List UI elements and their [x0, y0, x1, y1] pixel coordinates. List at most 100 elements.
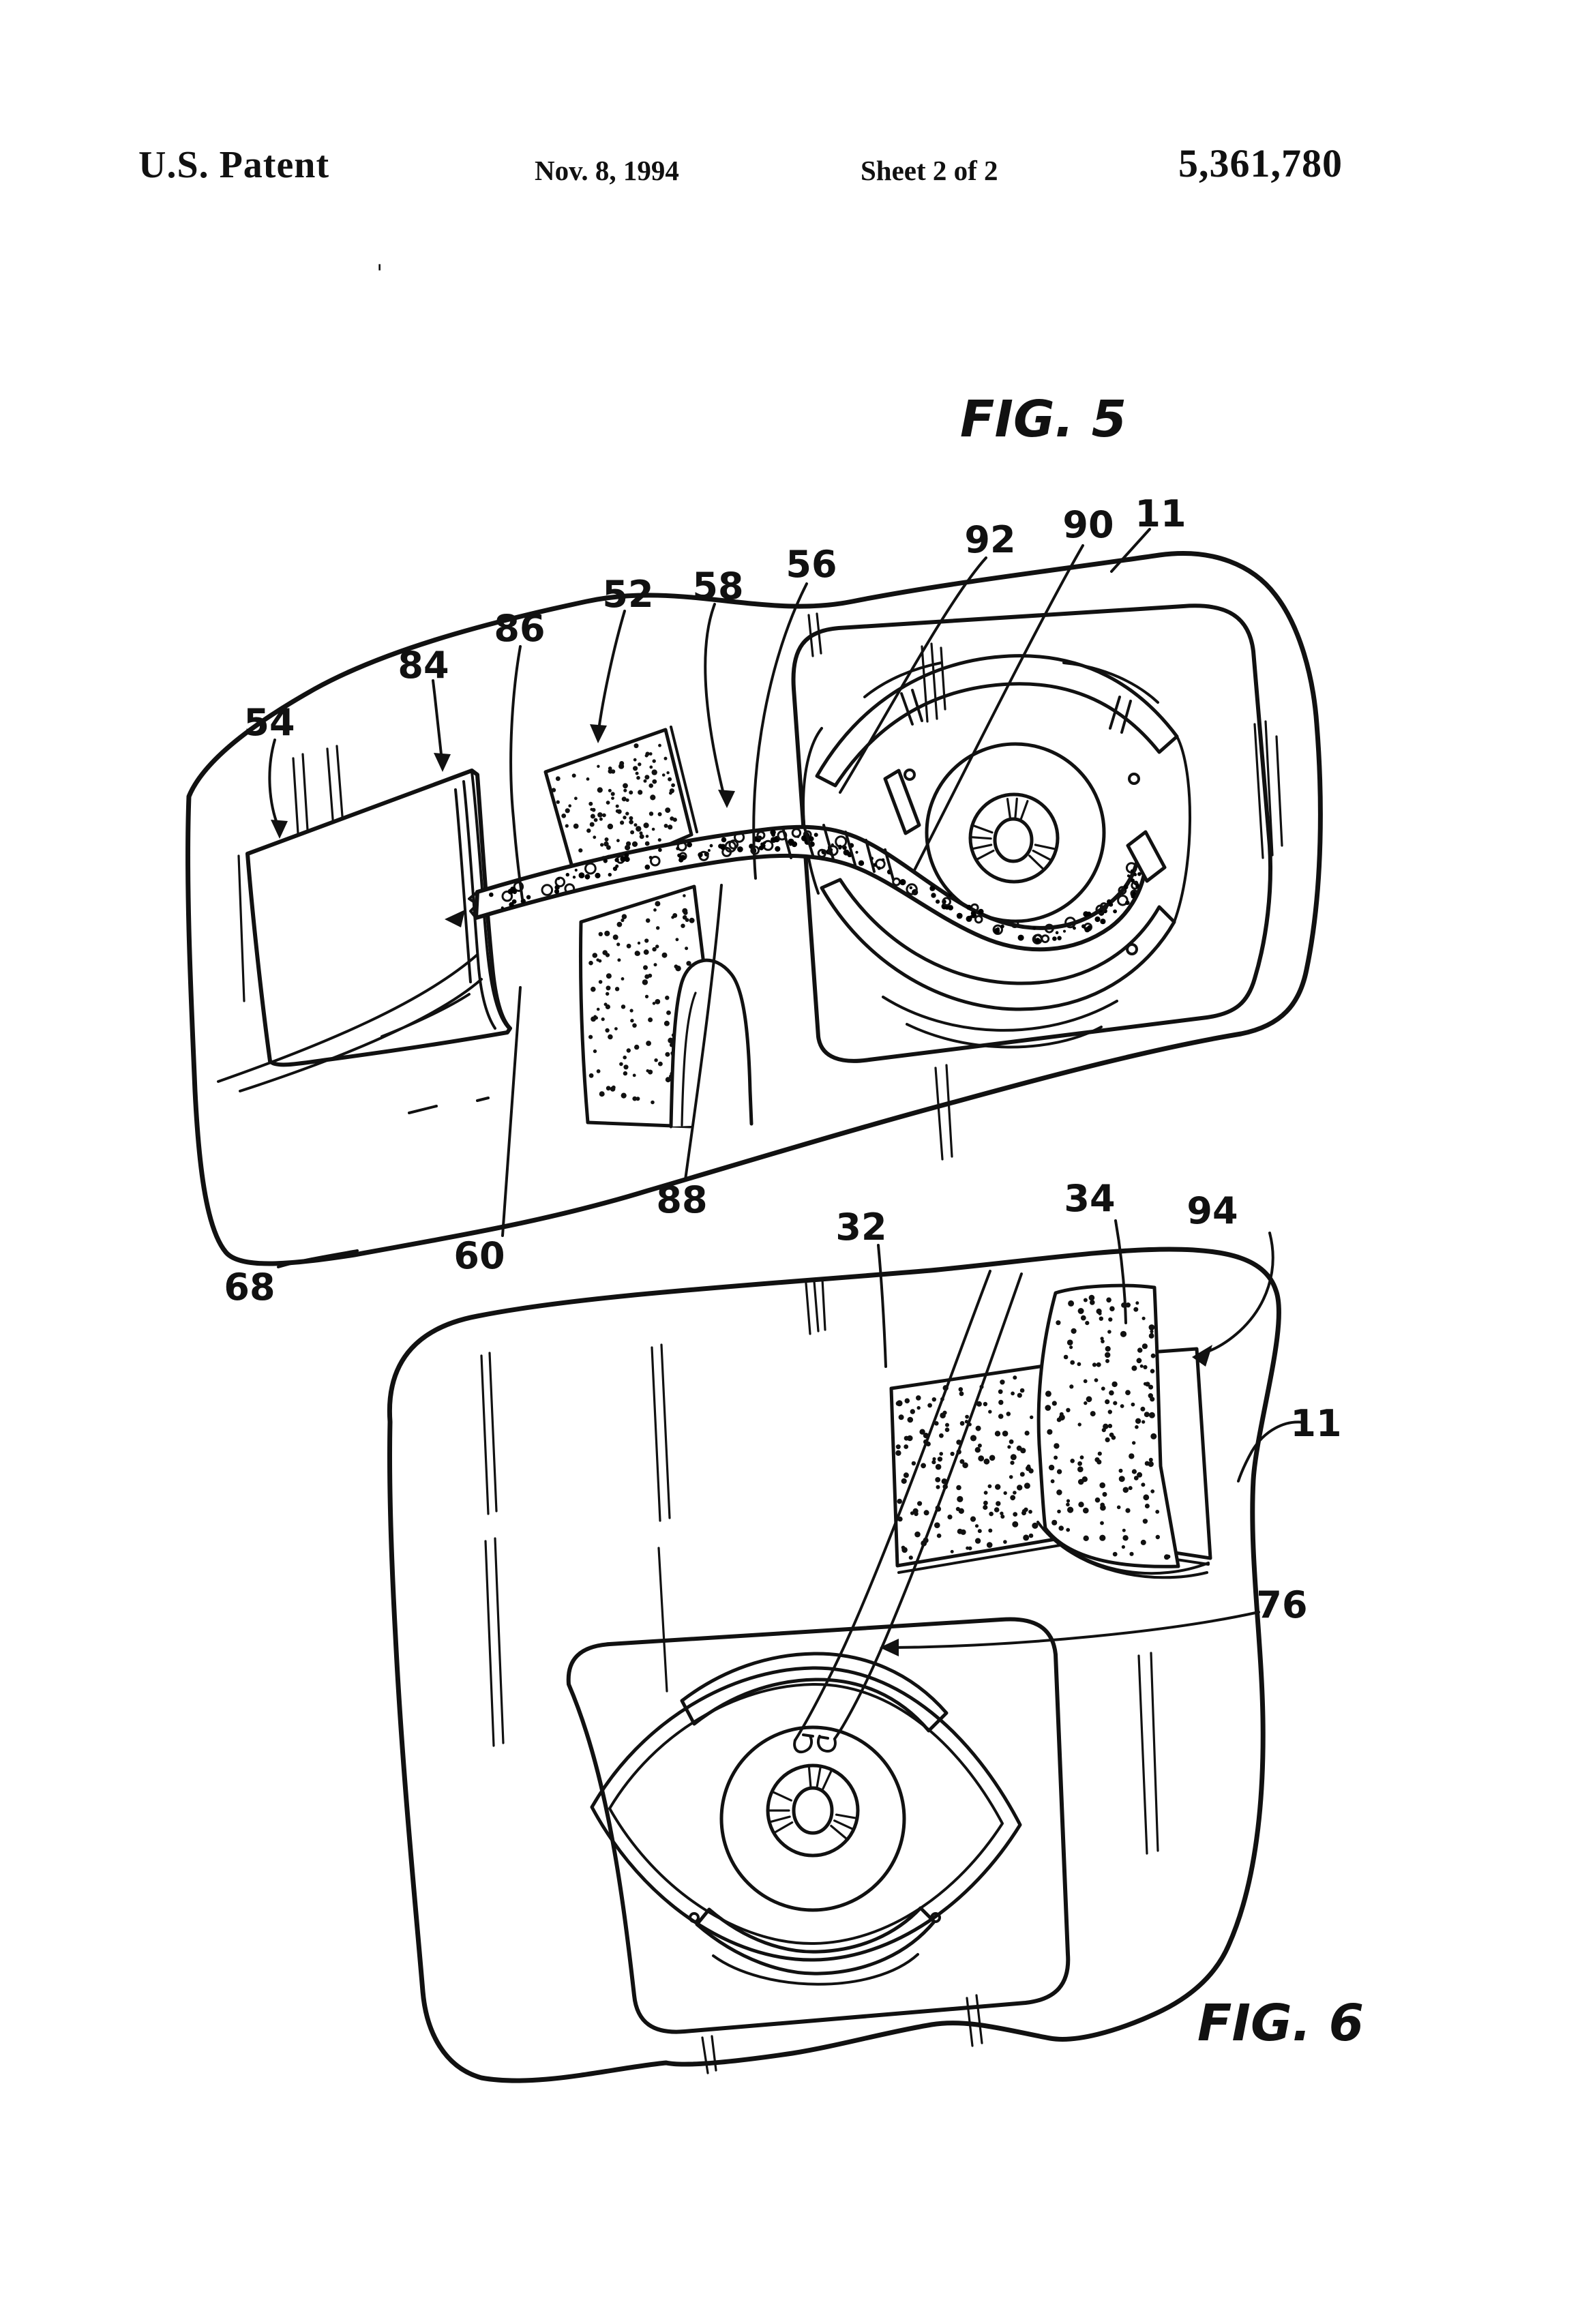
- stipple-dot: [1148, 1457, 1153, 1462]
- stipple-dot: [1083, 1507, 1089, 1514]
- fig6-upper-lid-band: [680, 1652, 949, 1733]
- stipple-dot: [621, 977, 625, 981]
- stipple-dot: [1077, 1308, 1084, 1314]
- stipple-dot: [1135, 1418, 1141, 1424]
- stipple-dot: [1100, 919, 1106, 925]
- stipple-dot: [602, 813, 606, 818]
- stipple-dot: [615, 809, 620, 814]
- stipple-dot: [1032, 926, 1036, 930]
- fig5-band-ring-left: [904, 769, 916, 781]
- stipple-dot: [653, 908, 657, 912]
- stipple-dot: [621, 796, 627, 802]
- stipple-dot: [631, 841, 638, 847]
- stipple-dot: [995, 1484, 1001, 1490]
- stipple-dot: [1100, 1521, 1104, 1525]
- stipple-dot: [658, 743, 661, 747]
- stipple-dot: [554, 876, 566, 888]
- stipple-dot: [996, 1501, 1001, 1506]
- stipple-dot: [638, 790, 643, 795]
- stipple-dot: [604, 837, 609, 841]
- stipple-dot: [1113, 909, 1117, 914]
- stipple-dot: [1084, 927, 1090, 933]
- stipple-dot: [652, 779, 657, 784]
- stipple-dot: [977, 1529, 982, 1534]
- stipple-dot: [1048, 1464, 1055, 1471]
- stipple-dot: [629, 790, 633, 795]
- fig5-upper-band-breaks: [900, 689, 1132, 734]
- stipple-dot: [624, 856, 630, 862]
- stipple-dot: [814, 833, 818, 837]
- stipple-dot: [650, 855, 661, 867]
- fig6-drape-outline: [387, 1247, 1281, 2083]
- stipple-dot: [648, 1069, 653, 1075]
- fig5-strip-end-arrowhead: [445, 910, 465, 927]
- stipple-dot: [1122, 1535, 1129, 1541]
- stipple-dot: [599, 1091, 605, 1097]
- fig5-lower-band-echo-arcs: [882, 996, 1118, 1049]
- stipple-dot: [592, 953, 598, 958]
- stipple-dot: [564, 883, 576, 894]
- stipple-dot: [1112, 1551, 1118, 1557]
- stipple-dot: [1021, 1510, 1026, 1516]
- stipple-dot: [1069, 1345, 1073, 1350]
- stipple-dot: [907, 1435, 913, 1442]
- fig5-upper-lid-band: [815, 654, 1179, 788]
- iris-spoke-line: [1032, 849, 1051, 861]
- stipple-dot: [1028, 1468, 1034, 1474]
- stipple-dot: [651, 827, 655, 831]
- stipple-dot: [1052, 936, 1057, 941]
- iris-spoke-line: [973, 824, 994, 834]
- stipple-dot: [597, 764, 600, 769]
- stipple-dot: [642, 979, 648, 985]
- stipple-dot: [1164, 1554, 1169, 1560]
- arrowhead-94: [1192, 1345, 1212, 1367]
- stipple-dot: [635, 771, 639, 775]
- stipple-dot: [877, 866, 881, 870]
- stipple-dot: [561, 814, 567, 818]
- stipple-dot: [604, 930, 610, 936]
- stipple-dot: [611, 796, 614, 800]
- stipple-dot: [621, 1004, 626, 1009]
- stipple-dot: [574, 868, 578, 872]
- stipple-dot: [929, 885, 936, 891]
- stipple-dot: [655, 999, 661, 1004]
- stipple-dot: [1011, 1391, 1015, 1396]
- stipple-dot: [983, 1504, 988, 1510]
- stipple-dot: [895, 1450, 901, 1456]
- fig6-flat-patch-bottom-edge: [897, 1540, 1086, 1574]
- stipple-dot: [1131, 878, 1135, 883]
- stipple-dot: [1003, 1491, 1007, 1495]
- fig6-leader-lines: [877, 1219, 1305, 1649]
- stipple-dot: [1083, 1298, 1088, 1302]
- stipple-dot: [758, 845, 764, 850]
- arrowhead-84: [434, 753, 451, 772]
- stipple-dot: [1117, 895, 1129, 906]
- stipple-dot: [1118, 1468, 1123, 1473]
- iris-spoke-line: [822, 1770, 833, 1790]
- fig5-patch-arch-inner-line: [681, 992, 697, 1127]
- stipple-dot: [1066, 1528, 1071, 1532]
- stipple-dot: [591, 986, 596, 992]
- stipple-dot: [666, 1010, 671, 1015]
- fig5-iris: [968, 792, 1060, 884]
- stipple-dot: [650, 794, 656, 801]
- stipple-dot: [681, 923, 685, 928]
- stipple-dot: [989, 1511, 994, 1517]
- stipple-dot: [603, 859, 608, 863]
- fig6-pupil: [792, 1786, 834, 1835]
- iris-spoke-line: [1034, 844, 1056, 850]
- stipple-dot: [633, 743, 639, 749]
- stipple-dot: [661, 952, 668, 958]
- stipple-dot: [1133, 873, 1137, 876]
- stipple-dot: [593, 818, 598, 822]
- stipple-dot: [1056, 1320, 1061, 1326]
- stipple-dot: [1024, 1431, 1030, 1436]
- stipple-dot: [1129, 1551, 1134, 1556]
- stipple-dot: [501, 890, 513, 902]
- stipple-dot: [614, 857, 619, 863]
- stipple-dot: [976, 1401, 982, 1407]
- stipple-dot: [1100, 1502, 1105, 1508]
- leader-68: [277, 1249, 359, 1268]
- stipple-dot: [942, 897, 951, 906]
- fig5-sponge-strip: [445, 822, 1167, 952]
